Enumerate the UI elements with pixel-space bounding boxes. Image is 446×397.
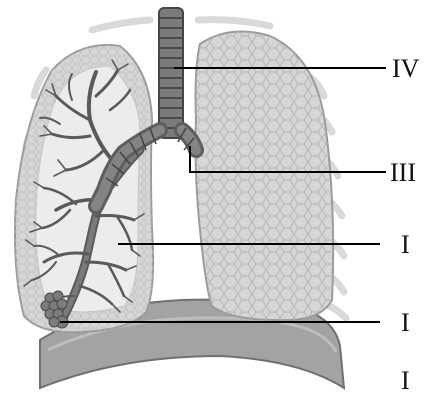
label-i-diaphragm: I	[401, 368, 410, 394]
label-iv: IV	[392, 56, 419, 82]
label-i-alveoli: I	[401, 310, 410, 336]
trachea	[159, 8, 183, 138]
label-iii: III	[390, 160, 416, 186]
label-i-bronchi: I	[401, 232, 410, 258]
